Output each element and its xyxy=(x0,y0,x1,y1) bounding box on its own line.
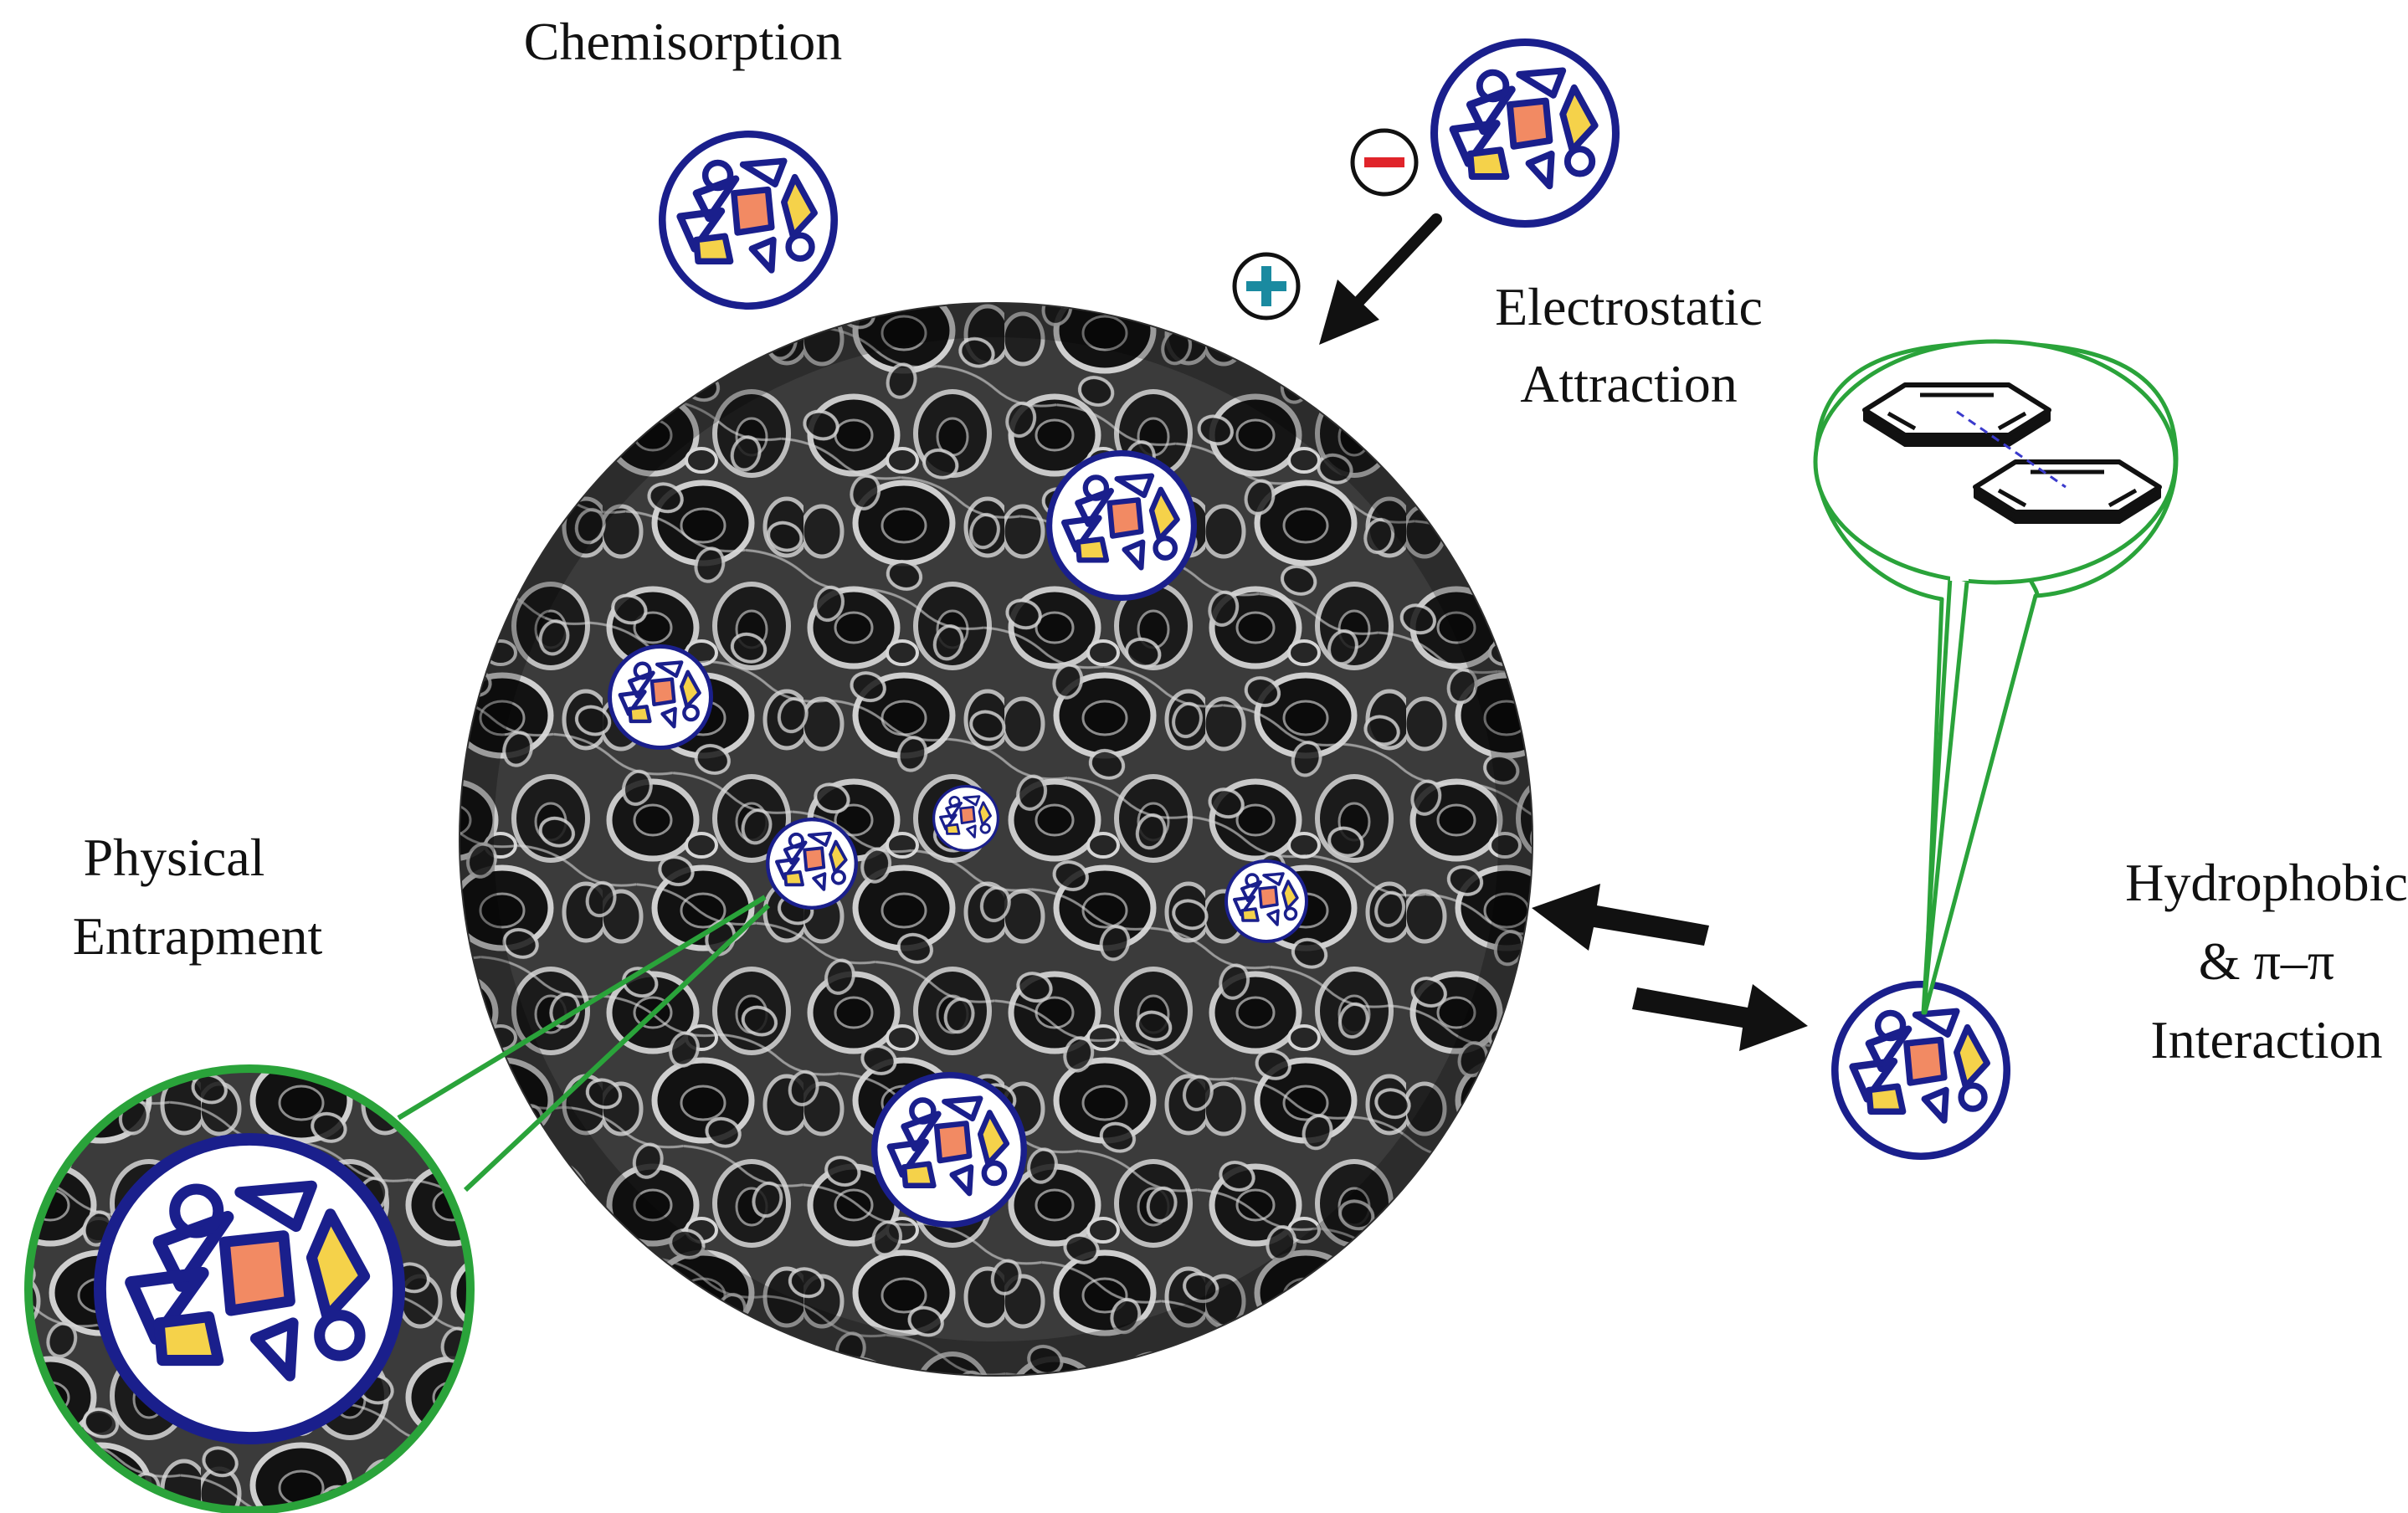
label-physical: Physical xyxy=(84,828,265,887)
arrow-left-icon xyxy=(1532,884,1709,951)
label-chemisorption: Chemisorption xyxy=(524,12,842,71)
benzene-ring-icon-lower xyxy=(1975,462,2159,522)
particle-hydrophobic xyxy=(1835,984,2006,1156)
particle-electrostatic xyxy=(1435,43,1616,224)
particle-chemisorption xyxy=(662,134,834,305)
particle-large-bottom xyxy=(875,1075,1024,1225)
particle-small-center xyxy=(934,787,999,851)
particle-small-right xyxy=(1226,861,1307,941)
particle-entrapped xyxy=(768,819,856,908)
pi-stacking-callout xyxy=(1815,341,2176,1013)
electrostatic-arrow xyxy=(1319,219,1436,345)
porous-adsorbent xyxy=(452,301,1540,1389)
benzene-ring-icon xyxy=(1865,385,2049,445)
label-attraction: Attraction xyxy=(1520,354,1737,413)
particle-zoomed xyxy=(100,1139,398,1438)
particle-medium-left xyxy=(610,647,711,748)
label-hydrophobic: Hydrophobic xyxy=(2125,853,2408,912)
zoom-inset xyxy=(17,1054,485,1513)
positive-charge xyxy=(1235,254,1298,318)
minus-icon xyxy=(1364,157,1404,167)
negative-charge xyxy=(1353,131,1416,194)
label-electrostatic: Electrostatic xyxy=(1495,277,1763,336)
label-pi-pi: & π–π xyxy=(2199,931,2334,991)
label-entrapment: Entrapment xyxy=(73,906,323,966)
label-interaction: Interaction xyxy=(2150,1010,2382,1069)
particle-large-upper xyxy=(1050,454,1194,598)
reversible-arrows xyxy=(1532,884,1808,1051)
arrow-right-icon xyxy=(1632,984,1808,1051)
